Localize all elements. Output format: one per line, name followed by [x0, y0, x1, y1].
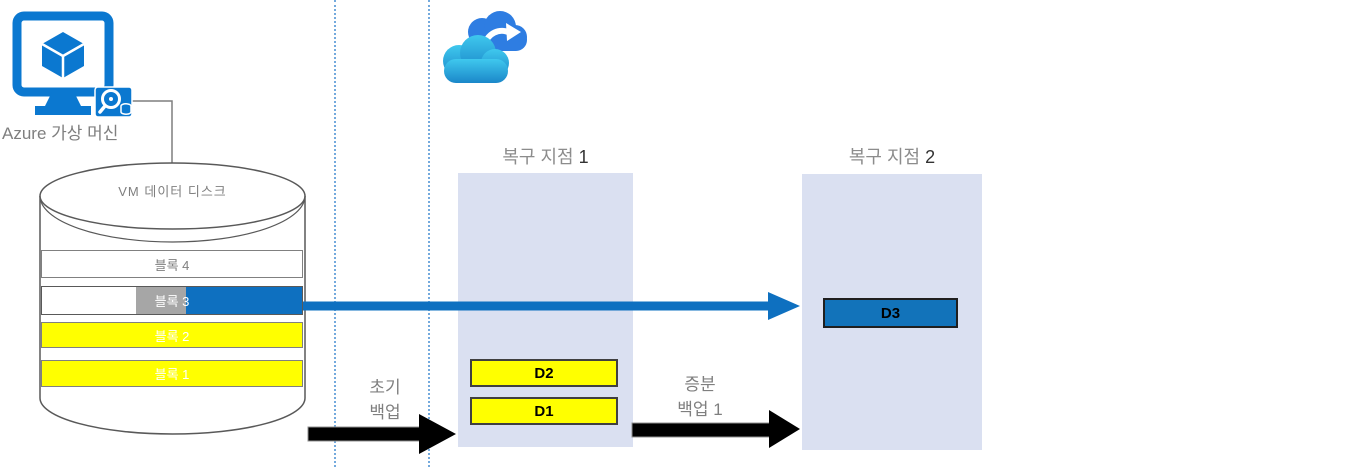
backup-data-block-d1: D1: [470, 397, 618, 425]
incremental-backup-label-line1: 증분: [684, 375, 716, 394]
disk-block-3-gray-segment: [136, 287, 186, 314]
recovery-point-2-title-text: 복구 지점: [848, 147, 921, 167]
azure-vm-label: Azure 가상 머신: [2, 124, 119, 143]
disk-block-2-label: 블록 2: [154, 328, 190, 344]
disk-magnifier-icon: [94, 86, 133, 118]
vm-to-disk-connector: [128, 100, 173, 170]
dashed-guide-line-left: [334, 0, 336, 467]
disk-block-3-empty-segment: [42, 287, 136, 314]
initial-backup-label-line1: 초기: [369, 378, 401, 397]
dashed-guide-line-right: [428, 0, 430, 467]
recovery-point-1-number: 1: [578, 147, 589, 167]
disk-block-4-label: 블록 4: [154, 257, 190, 273]
disk-block-4: 블록 4: [41, 250, 303, 278]
incremental-backup-label-line2: 백업 1: [677, 400, 723, 419]
front-cloud: [443, 35, 509, 83]
disk-block-2: 블록 2: [41, 322, 303, 348]
disk-block-3-changed-segment: [186, 287, 302, 314]
backup-data-block-d3: D3: [823, 298, 958, 328]
azure-backup-sync-cloud-icon: [443, 11, 527, 83]
disk-block-3: 블록 3: [41, 286, 303, 315]
backup-data-block-d2: D2: [470, 359, 618, 387]
incremental-backup-label: 증분 백업 1: [655, 372, 745, 422]
disk-block-3-label: 블록 3: [154, 294, 190, 309]
cube-icon: [41, 32, 85, 78]
incremental-backup-arrow: [631, 410, 800, 448]
initial-backup-label-line2: 백업: [369, 403, 401, 422]
changed-block-arrow: [303, 292, 800, 320]
recovery-point-2-number: 2: [925, 147, 936, 167]
disk-block-1-label: 블록 1: [154, 367, 190, 382]
initial-backup-label: 초기 백업: [340, 375, 430, 425]
vm-data-disk-title: VM 데이터 디스크: [118, 184, 227, 199]
initial-backup-arrow: [307, 414, 456, 454]
recovery-point-1-title-text: 복구 지점: [502, 147, 574, 167]
disk-block-1: 블록 1: [41, 360, 303, 387]
azure-vm-icon: [12, 11, 133, 118]
